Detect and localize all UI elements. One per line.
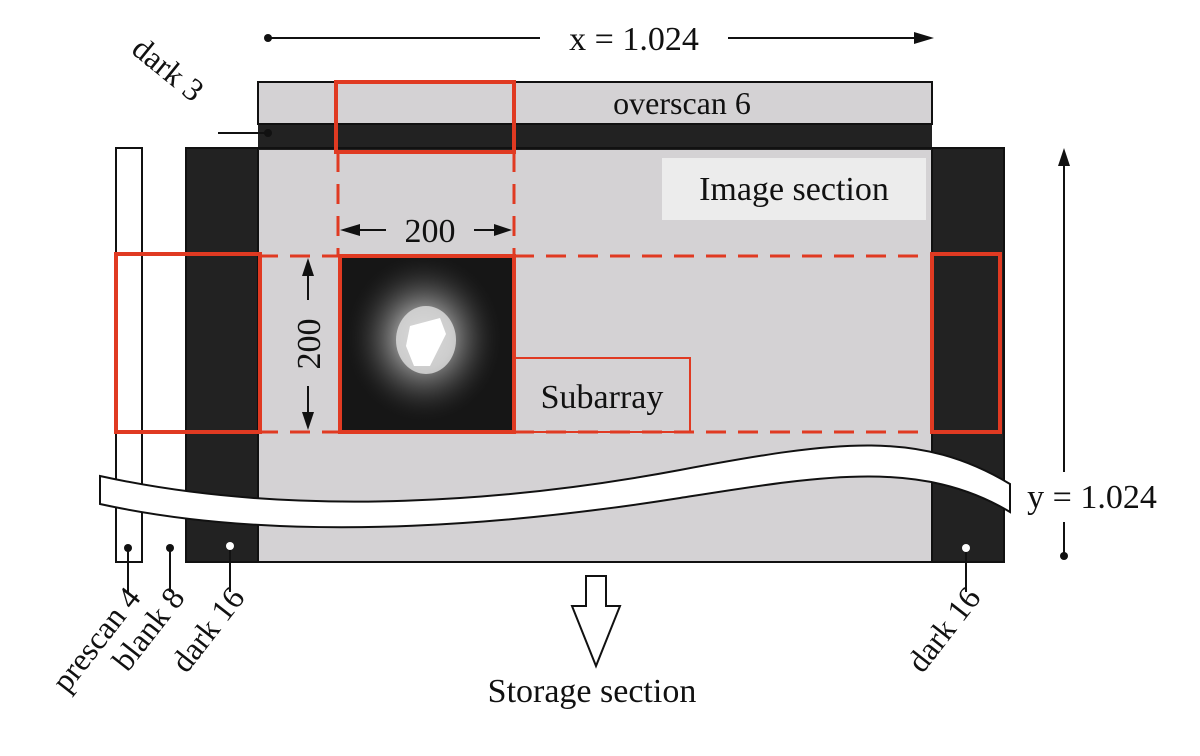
y-dimension-label: y = 1.024 bbox=[1027, 479, 1157, 516]
subarray-width-dimension: 200 bbox=[340, 213, 512, 250]
x-dimension-label: x = 1.024 bbox=[569, 21, 699, 58]
subarray-height-label: 200 bbox=[291, 319, 328, 370]
x-dimension: x = 1.024 bbox=[264, 21, 934, 58]
overscan-row bbox=[257, 81, 933, 125]
bottom-leaders bbox=[127, 546, 967, 592]
y-dimension: y = 1.024 bbox=[1027, 148, 1157, 560]
section-break-wave bbox=[99, 444, 1011, 529]
dark-top-label: dark 3 bbox=[126, 29, 211, 108]
overscan-label: overscan 6 bbox=[613, 85, 751, 121]
subarray-label-box bbox=[513, 357, 691, 433]
storage-arrow-icon bbox=[570, 575, 622, 669]
subarray-width-label: 200 bbox=[405, 213, 456, 250]
ccd-outline bbox=[185, 147, 1005, 563]
dark-right-label: dark 16 bbox=[900, 580, 988, 678]
subarray-image bbox=[338, 252, 516, 434]
subarray-label: Subarray bbox=[541, 379, 664, 416]
dark-row-top bbox=[258, 122, 932, 150]
subarray-height-dimension: 200 bbox=[291, 258, 328, 430]
storage-section-label: Storage section bbox=[488, 673, 697, 710]
image-section-label-box bbox=[662, 158, 926, 220]
image-section-label: Image section bbox=[699, 171, 889, 208]
